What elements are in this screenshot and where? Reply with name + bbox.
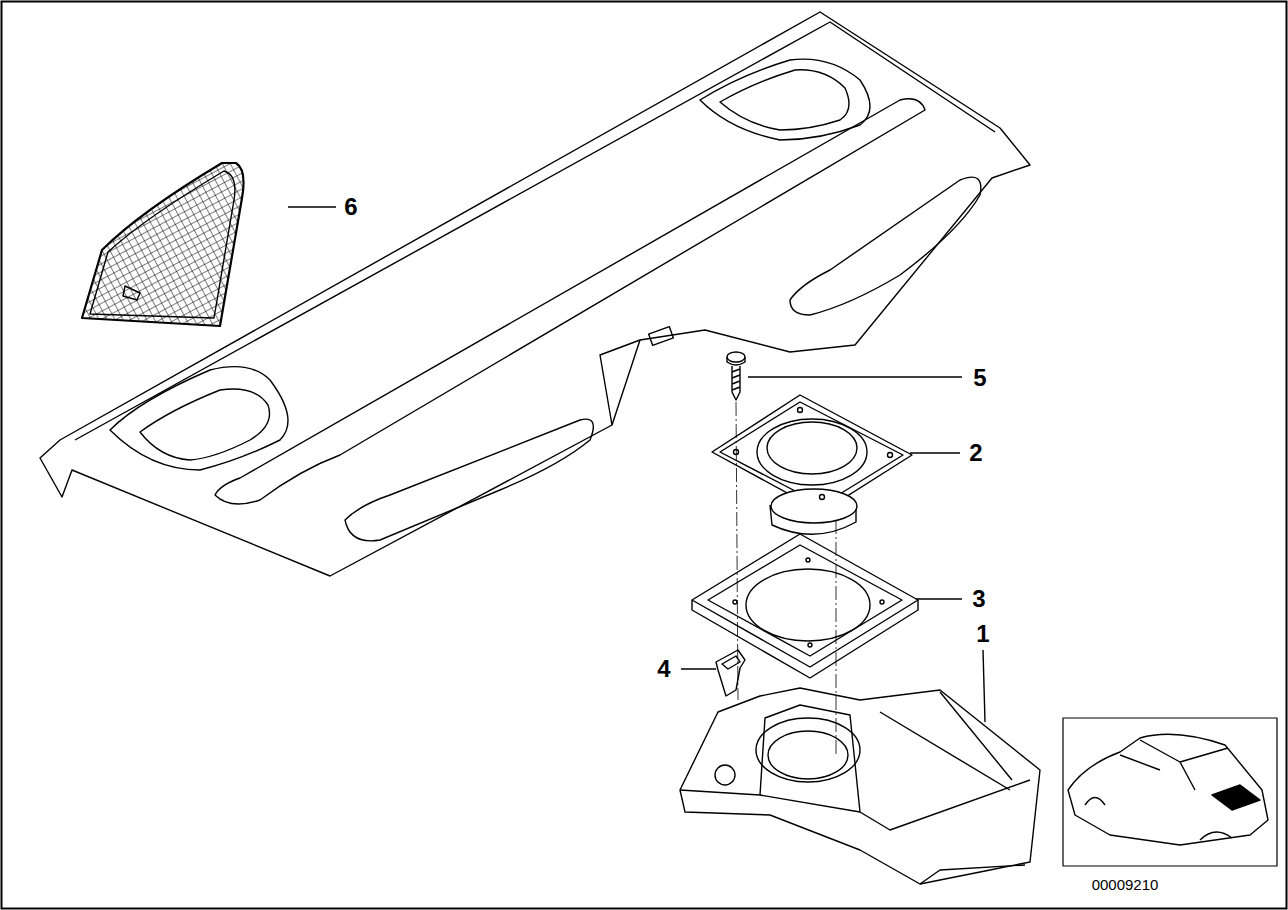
diagram-code: 00009210: [1090, 876, 1161, 893]
callout-number: 3: [970, 586, 987, 612]
callout-number: 6: [342, 194, 359, 220]
callout-number: 2: [967, 440, 984, 466]
callout-number: 5: [971, 365, 988, 391]
callout-number: 4: [655, 656, 672, 682]
callout-number: 1: [974, 621, 991, 647]
